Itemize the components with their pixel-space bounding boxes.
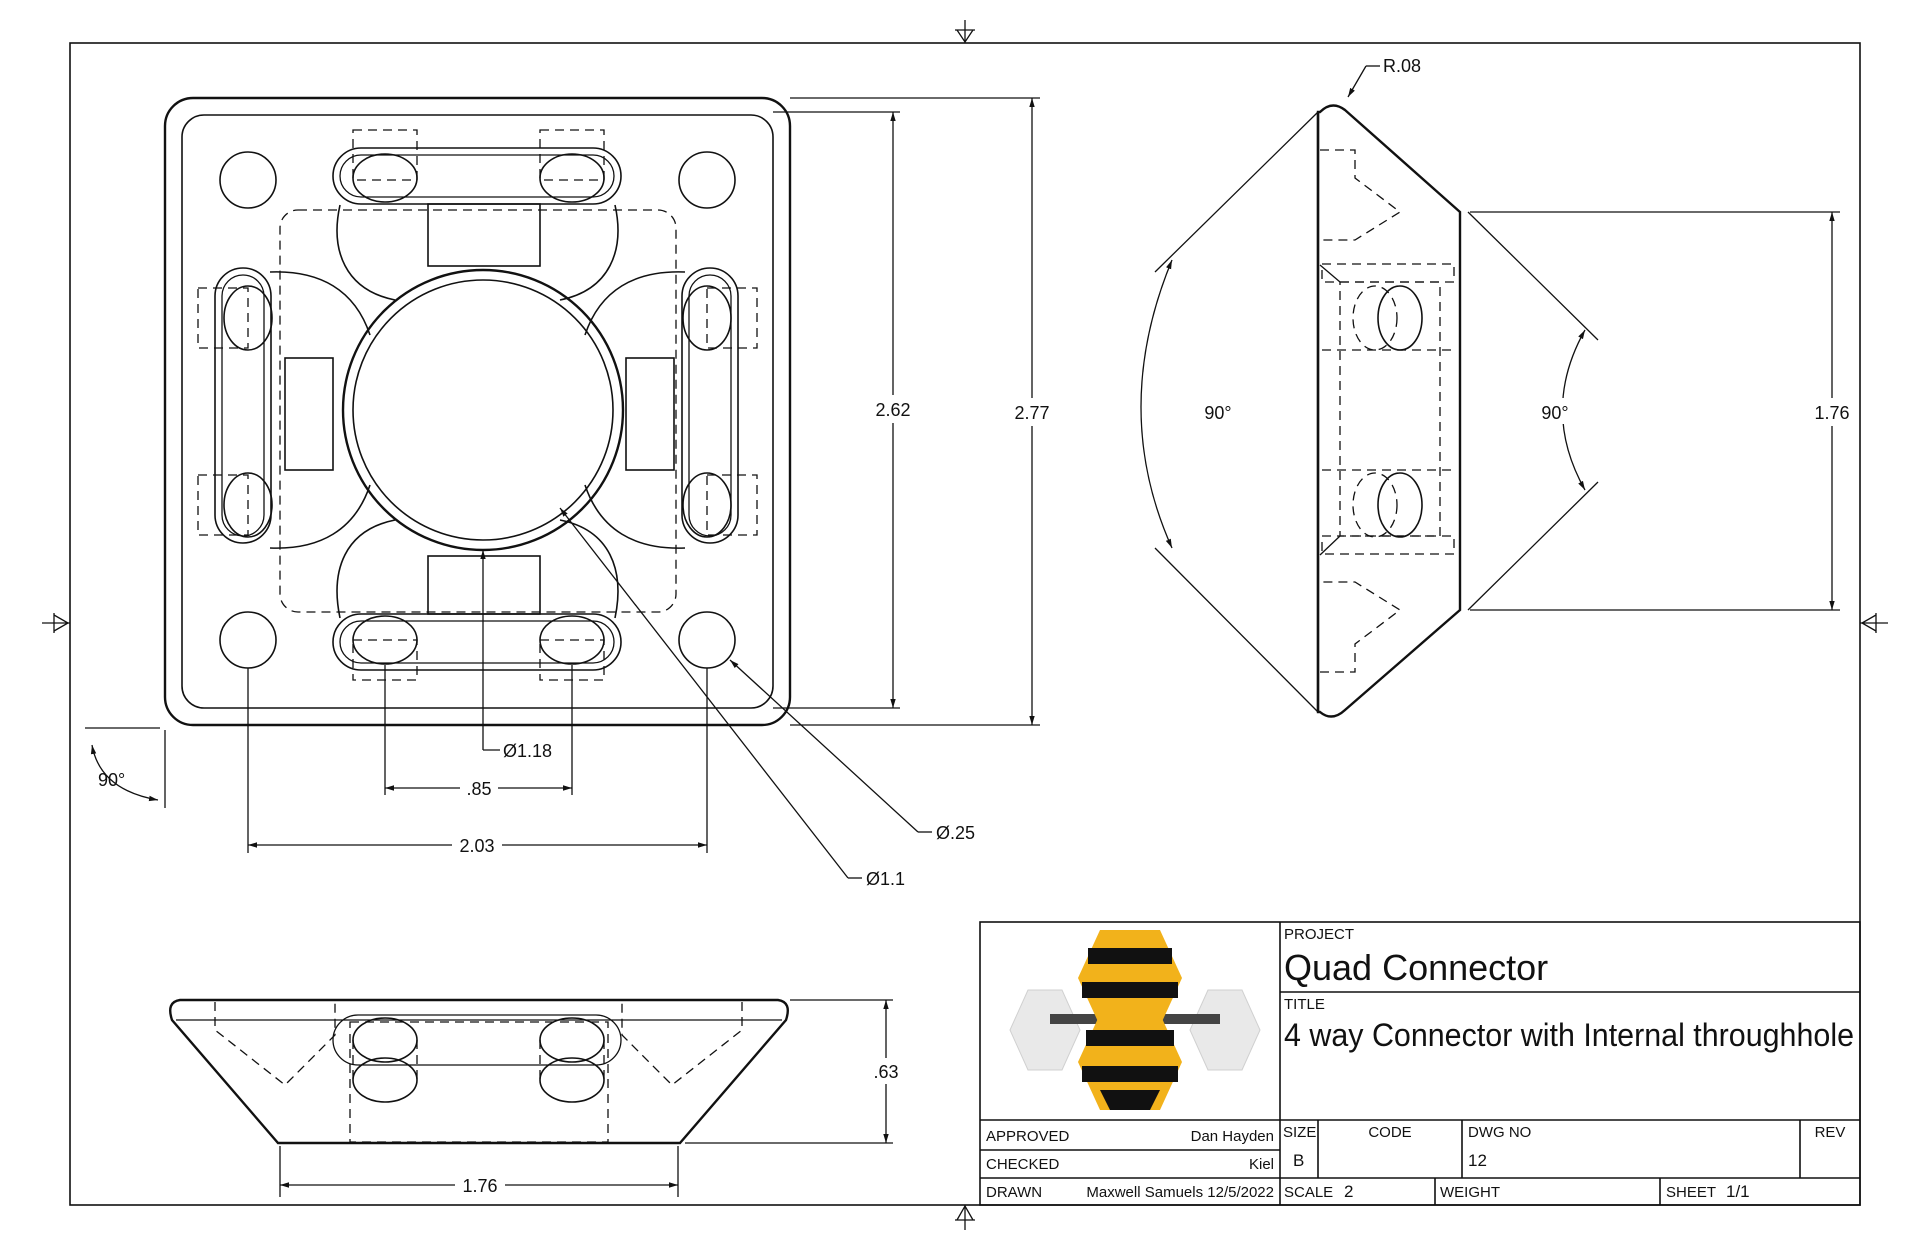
dim-plan-height-inner: 2.62 (875, 400, 910, 420)
dim-plan-height-outer: 2.77 (1014, 403, 1049, 423)
center-mark-bottom (955, 1204, 975, 1230)
dwg-label: DWG NO (1468, 1124, 1531, 1141)
weight-label: WEIGHT (1440, 1184, 1500, 1201)
sheet-label: SHEET (1666, 1184, 1716, 1201)
dim-front-height: .63 (873, 1062, 898, 1082)
sheet-value: 1/1 (1726, 1182, 1750, 1201)
side-dimensions: R.08 90° 90° 1.76 (1140, 56, 1856, 713)
center-mark-left (42, 613, 70, 633)
bee-logo (1009, 930, 1261, 1110)
project-name: Quad Connector (1284, 947, 1548, 988)
dim-side-height: 1.76 (1814, 403, 1849, 423)
dim-center-bore: Ø1.18 (503, 741, 552, 761)
dim-hole-spacing: 2.03 (459, 836, 494, 856)
plan-view (163, 96, 792, 727)
dim-side-angle-left: 90° (1204, 403, 1231, 423)
dwg-value: 12 (1468, 1151, 1487, 1170)
title-label: TITLE (1284, 996, 1325, 1013)
project-label: PROJECT (1284, 926, 1354, 943)
dim-front-width: 1.76 (462, 1176, 497, 1196)
dim-slot-spacing: .85 (466, 779, 491, 799)
size-label: SIZE (1283, 1124, 1316, 1141)
size-value: B (1293, 1151, 1304, 1170)
front-view (169, 998, 789, 1145)
center-mark-top (955, 20, 975, 44)
scale-value: 2 (1344, 1182, 1353, 1201)
checked-value: Kiel (1249, 1156, 1274, 1173)
drawn-value: Maxwell Samuels 12/5/2022 (1086, 1184, 1274, 1201)
approved-value: Dan Hayden (1191, 1128, 1274, 1145)
dim-side-radius: R.08 (1383, 56, 1421, 76)
dim-corner-hole: Ø.25 (936, 823, 975, 843)
sheet-border (42, 20, 1888, 1230)
side-view (1316, 104, 1462, 718)
title-block: PROJECT Quad Connector TITLE 4 way Conne… (979, 921, 1861, 1206)
checked-label: CHECKED (986, 1156, 1060, 1173)
plan-dimensions: 2.62 2.77 90° Ø1.18 .85 2.03 Ø.25 (85, 97, 1056, 889)
code-label: CODE (1368, 1124, 1411, 1141)
front-dimensions: .63 1.76 (279, 999, 906, 1197)
dim-side-angle-right: 90° (1541, 403, 1568, 423)
dim-plan-angle: 90° (98, 770, 125, 790)
rev-label: REV (1815, 1124, 1846, 1141)
center-mark-right (1860, 613, 1888, 633)
drawn-label: DRAWN (986, 1184, 1042, 1201)
approved-label: APPROVED (986, 1128, 1070, 1145)
drawing-title: 4 way Connector with Internal throughhol… (1284, 1017, 1854, 1053)
dim-inner-dia: Ø1.1 (866, 869, 905, 889)
scale-label: SCALE (1284, 1184, 1333, 1201)
